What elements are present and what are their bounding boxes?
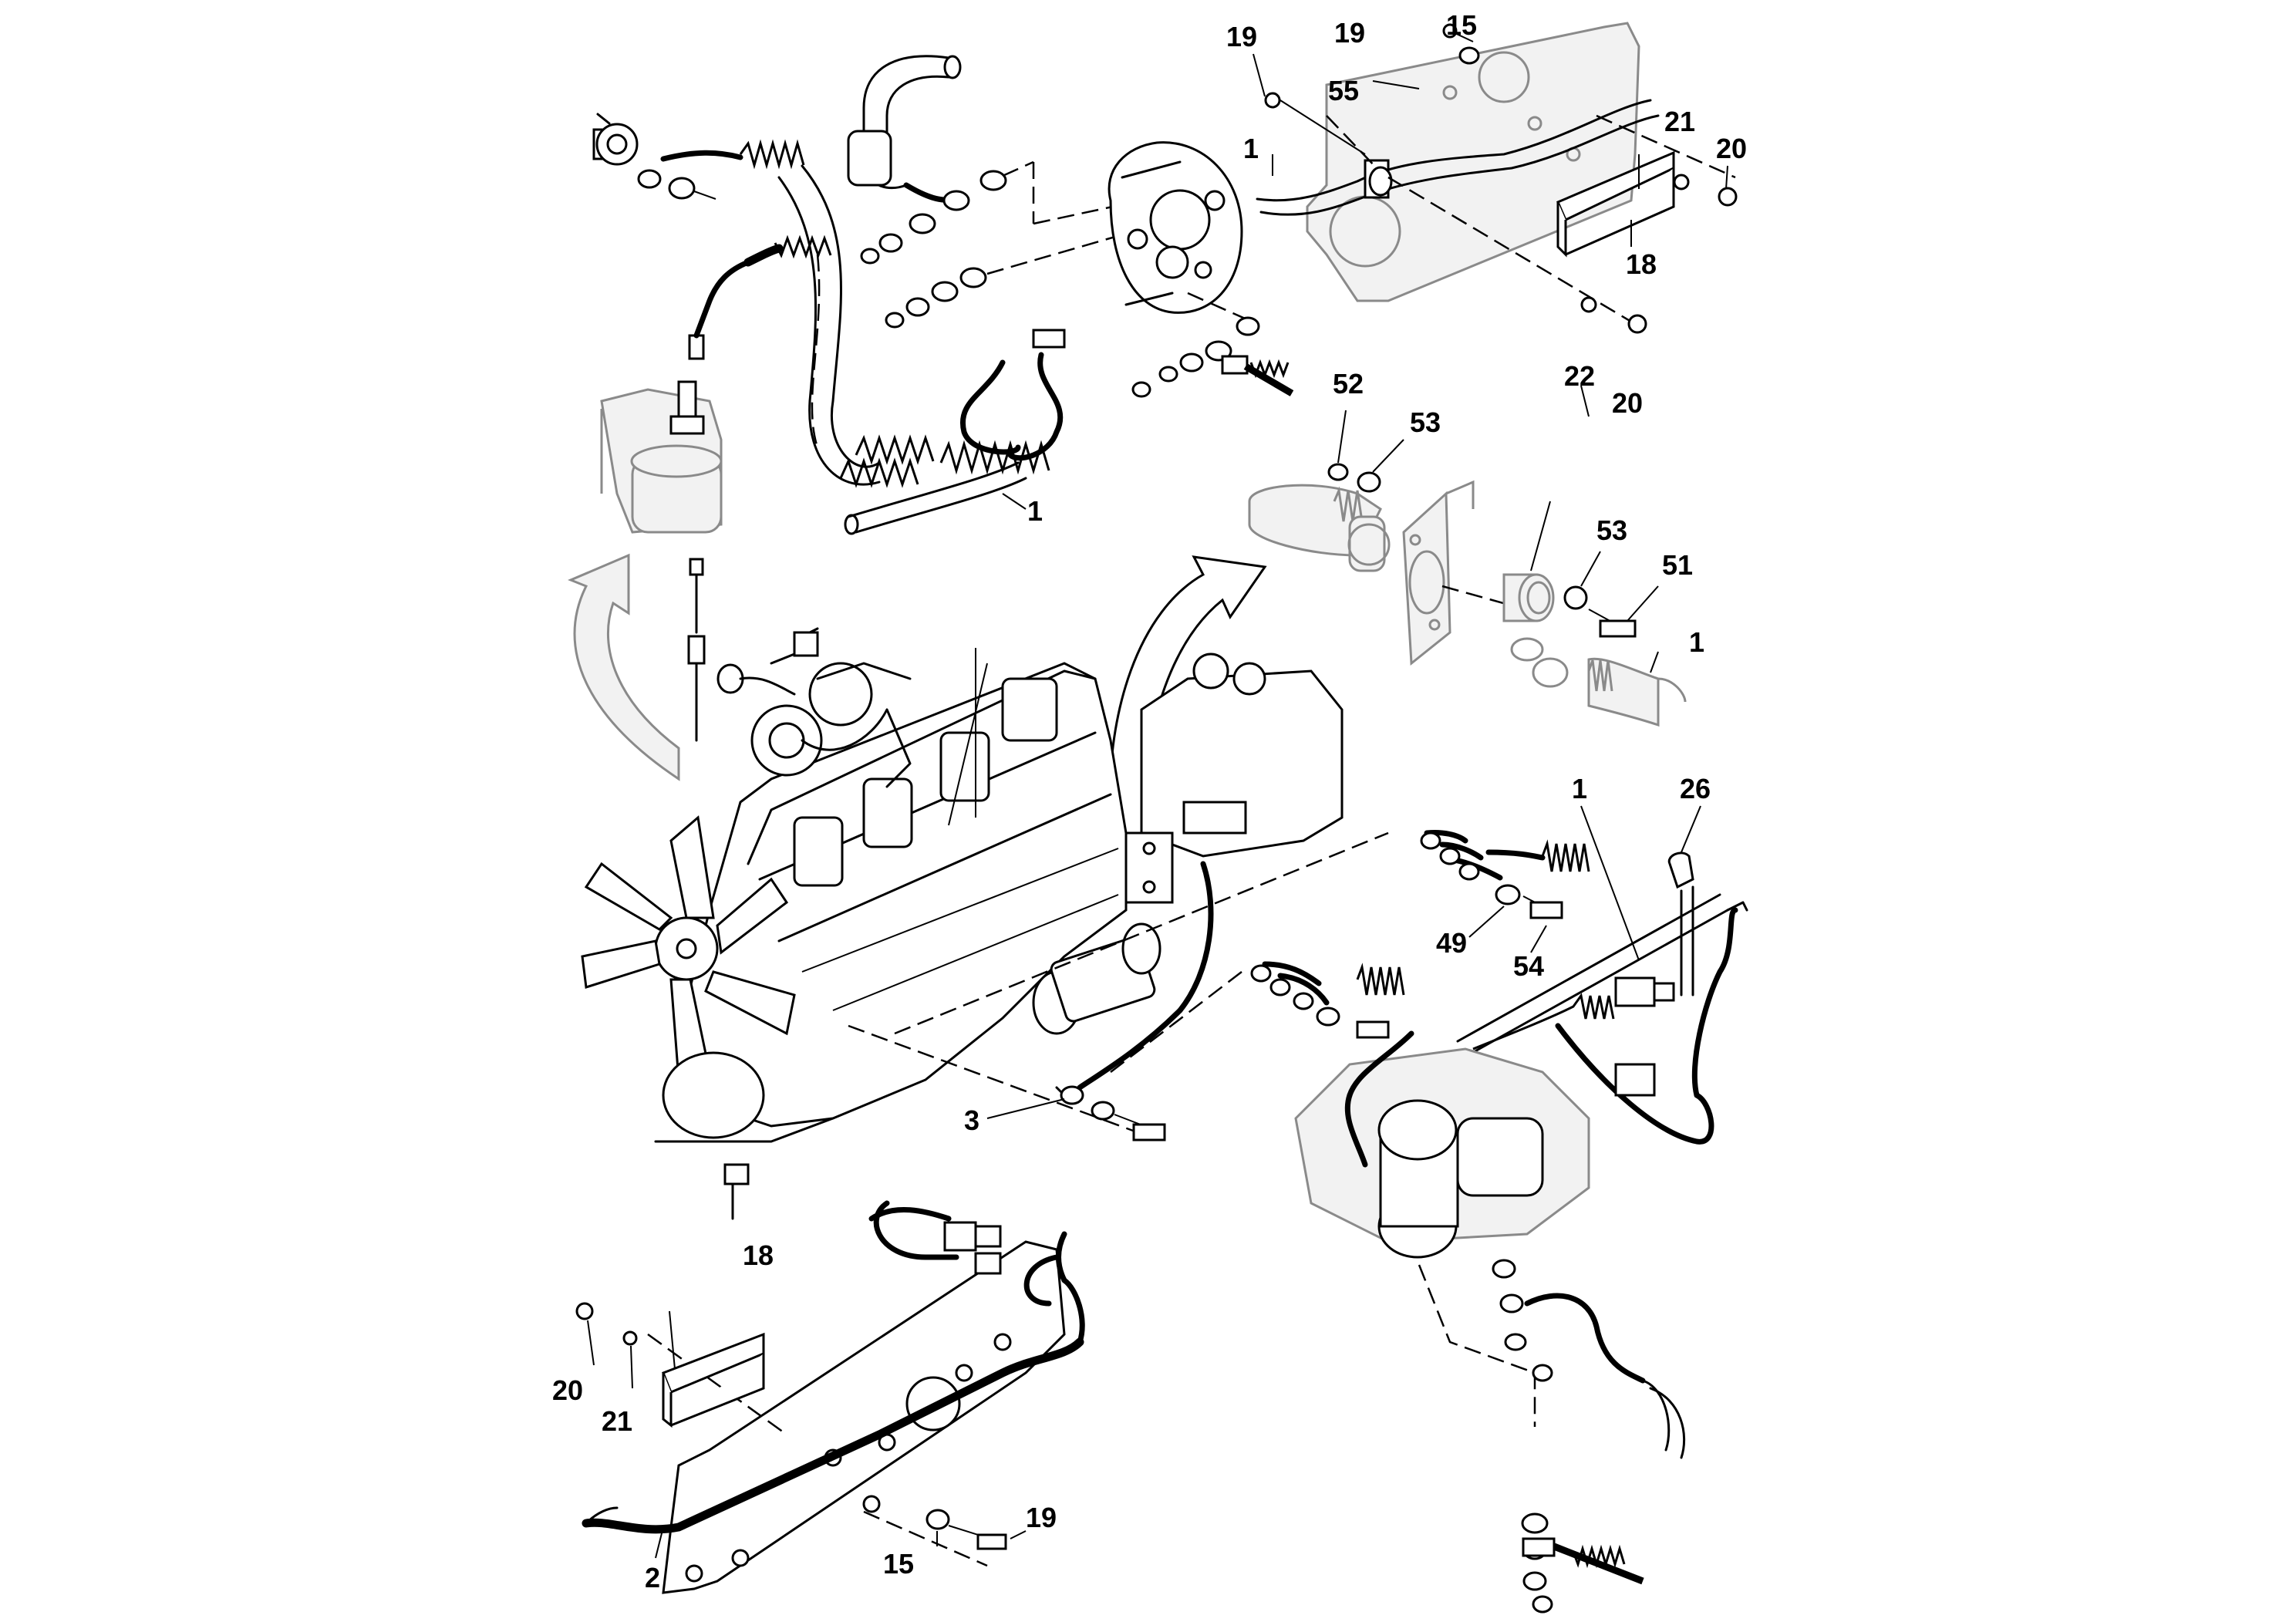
callout-15-bottom: 15	[883, 1548, 914, 1580]
alternator-lead-a	[960, 359, 1021, 455]
callout-numbers: 1 19 19 15 55 1 21 20 18 22 20 52 53 53 …	[552, 9, 1747, 1593]
fan-blade	[581, 939, 661, 989]
main-loom-springs	[839, 434, 1050, 535]
callout-2: 2	[645, 1562, 660, 1593]
harness-outline-b	[777, 176, 881, 486]
frame-rail-ghost	[1306, 22, 1640, 302]
callout-1-frame-cable: 1	[1243, 133, 1259, 164]
battery-cable-boot	[847, 130, 892, 187]
sensor-washers	[637, 169, 716, 200]
callout-18-bottom: 18	[743, 1239, 774, 1271]
temperature-sensor	[592, 113, 639, 166]
starter-bolt-hardware	[1131, 316, 1294, 398]
callout-19-top-right: 19	[1334, 17, 1365, 49]
bulkhead-connector-group	[1248, 463, 1687, 727]
callout-1-top-harness: 1	[1027, 495, 1043, 527]
callout-26: 26	[1680, 773, 1711, 804]
inline-connector	[943, 1221, 977, 1252]
washer-49	[1495, 884, 1521, 905]
callout-20-bottom: 20	[552, 1374, 583, 1406]
harness-clip-26	[1667, 851, 1694, 996]
washer-15-lower	[925, 1509, 950, 1530]
frame-cable-outline-a	[1256, 99, 1652, 202]
callout-1-connector: 1	[1689, 626, 1704, 658]
callout-18-top: 18	[1626, 248, 1657, 280]
engine-assembly	[581, 558, 1344, 1220]
alternator-terminal-hardware	[860, 160, 1142, 329]
callout-20-top-a: 20	[1716, 133, 1747, 164]
frame-cable-outline-b	[1259, 114, 1660, 216]
starter-motor-ghost	[1294, 1030, 1590, 1259]
callout-15-top: 15	[1446, 9, 1477, 41]
callout-54: 54	[1513, 950, 1544, 982]
washer-21-lower	[622, 1330, 638, 1346]
ghost-oil-filter	[600, 388, 723, 534]
main-harness-group	[1250, 830, 1748, 1614]
oil-pressure-sender	[669, 234, 832, 435]
harness-connector-lower	[1614, 1063, 1656, 1097]
leader-lines	[587, 53, 1728, 1559]
harness-dashed-route	[811, 254, 821, 448]
alternator-plug	[1032, 329, 1066, 349]
callout-53-upper: 53	[1410, 406, 1441, 438]
screw-54	[1529, 901, 1563, 919]
fan-blade	[716, 877, 789, 955]
washer-15-upper	[1458, 46, 1480, 65]
ground-strap-3	[1055, 1085, 1166, 1141]
alternator-lead-b	[1007, 352, 1064, 461]
battery-cable-upper	[862, 55, 950, 190]
callout-55: 55	[1328, 75, 1359, 106]
mounting-plate	[1402, 480, 1475, 666]
screw-51	[1599, 619, 1637, 638]
fan-blade	[669, 815, 715, 919]
bottom-frame-group	[575, 1200, 1085, 1594]
connector-receptacle	[1502, 501, 1555, 622]
bolt-19-lower	[976, 1533, 1007, 1550]
bracket-18-upper	[1556, 150, 1675, 258]
alternator-end-plate	[1108, 141, 1258, 325]
nut-20-lower	[575, 1302, 594, 1320]
sensor-lead-wire	[660, 150, 743, 162]
callout-20-top-b: 20	[1612, 387, 1643, 419]
callout-3: 3	[964, 1104, 979, 1136]
top-left-harness-group	[568, 55, 1294, 781]
harness-outline-a	[801, 164, 881, 468]
callout-21-top: 21	[1664, 106, 1695, 137]
leader-engine-harness	[894, 831, 1389, 1035]
callout-53-lower: 53	[1596, 514, 1627, 546]
fan-blade	[584, 862, 673, 931]
ghost-arrow-left	[568, 553, 680, 781]
callout-1-main-harness: 1	[1572, 773, 1587, 804]
sensor-lead-sleeve	[739, 139, 805, 170]
callout-52: 52	[1333, 368, 1364, 400]
bolt-19-upper	[1264, 92, 1281, 109]
leader-ground	[848, 1024, 1142, 1135]
callout-19-bottom: 19	[1026, 1502, 1057, 1533]
callout-21-bottom: 21	[602, 1405, 632, 1437]
callout-49: 49	[1436, 927, 1467, 959]
callout-22: 22	[1564, 360, 1595, 392]
bracket-18-lower	[662, 1332, 765, 1428]
harness-2	[582, 1337, 1084, 1534]
leader-starter	[1110, 971, 1242, 1073]
top-right-frame-group	[1256, 22, 1738, 334]
fan-blade	[704, 970, 796, 1036]
callout-19-top-left: 19	[1226, 21, 1257, 52]
harness-connector	[1614, 976, 1656, 1007]
callout-51: 51	[1662, 549, 1693, 581]
